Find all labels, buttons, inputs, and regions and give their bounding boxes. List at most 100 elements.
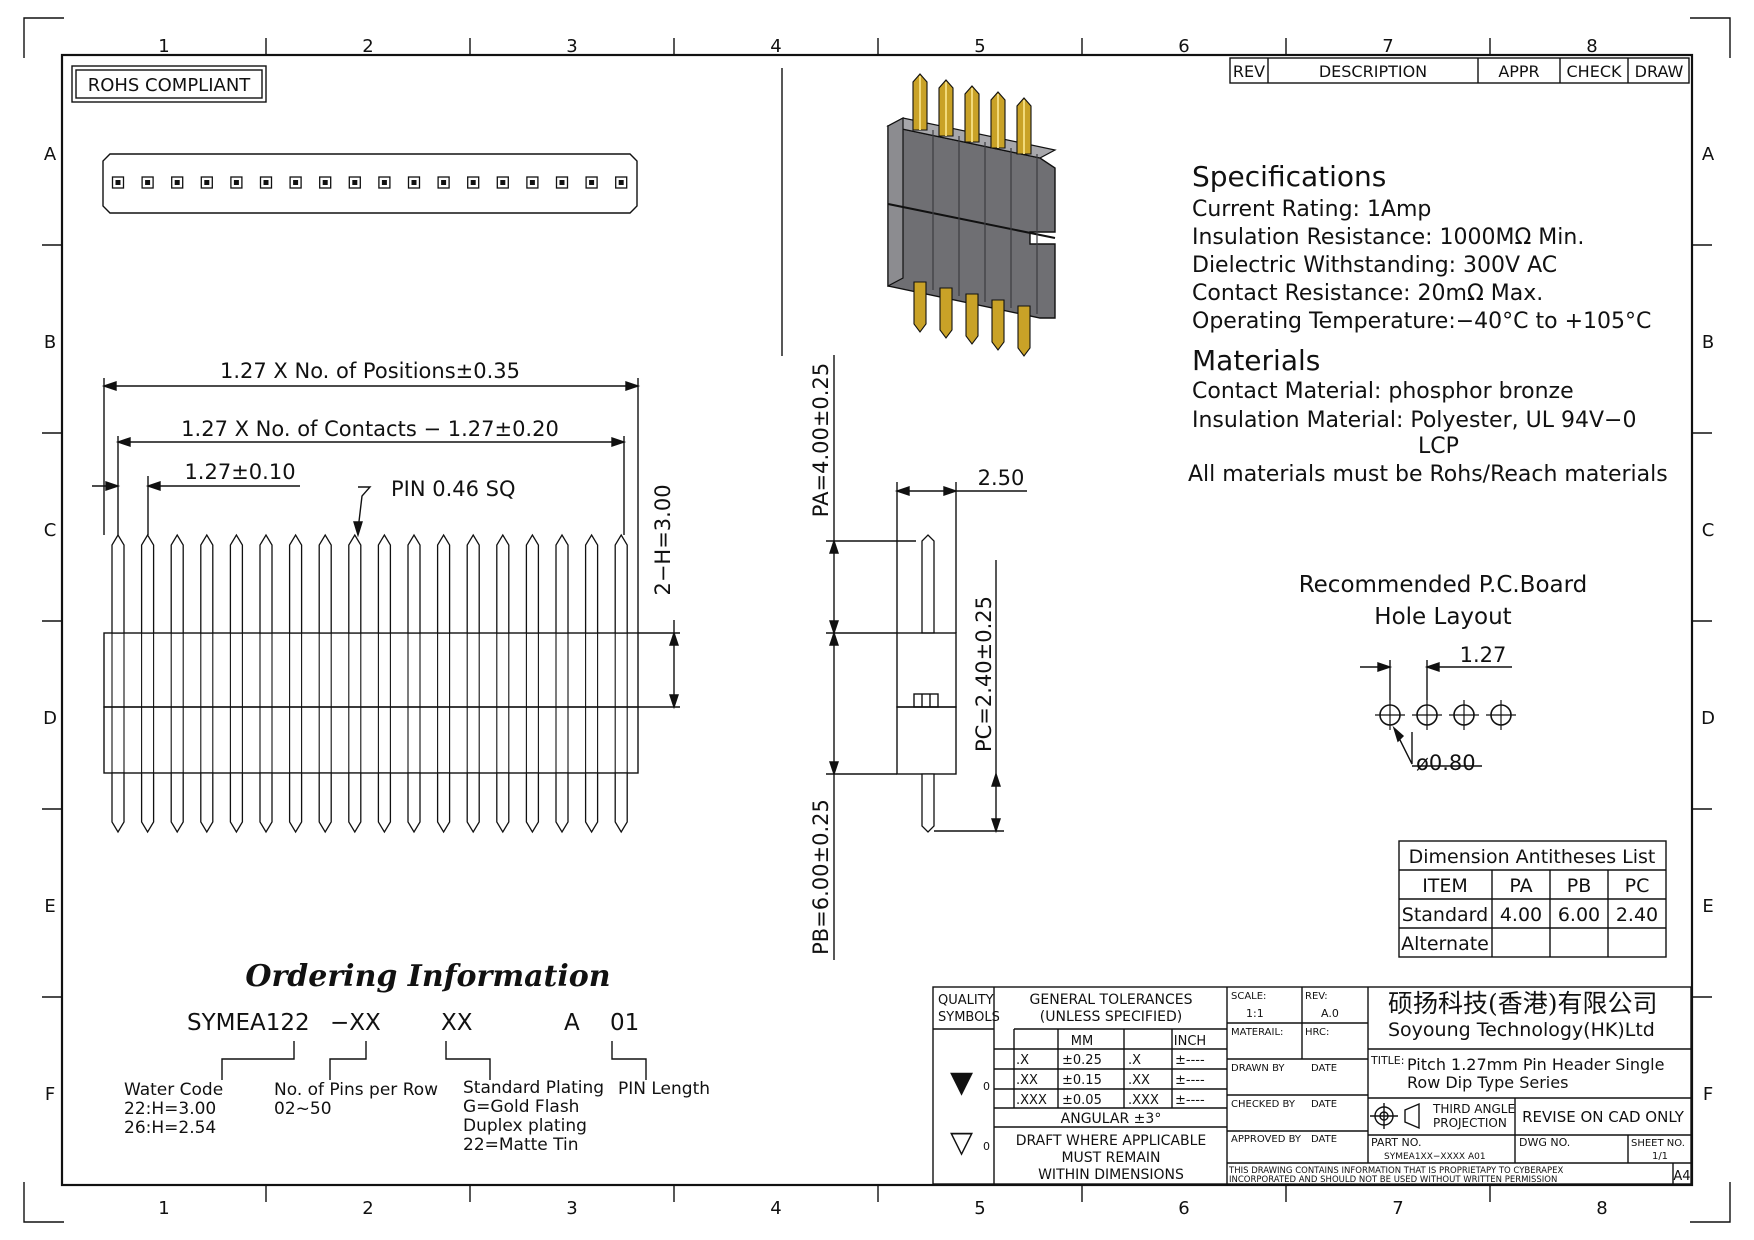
svg-text:ITEM: ITEM <box>1422 875 1468 897</box>
front-pin-lower <box>525 772 540 834</box>
top-pin-square-core <box>618 180 624 185</box>
svg-text:26:H=2.54: 26:H=2.54 <box>124 1118 216 1138</box>
svg-text:7: 7 <box>1382 36 1393 57</box>
svg-text:E: E <box>44 896 55 917</box>
svg-text:Dielectric Withstanding: 300: Dielectric Withstanding: 300V AC <box>1192 253 1557 278</box>
quality-symbol-rough: ▼ <box>950 1065 973 1100</box>
svg-text:±----: ±---- <box>1175 1053 1205 1068</box>
svg-text:8: 8 <box>1596 1198 1607 1219</box>
pcb-holes <box>1375 700 1516 730</box>
front-pin-lower <box>377 772 392 834</box>
svg-text:PART NO.: PART NO. <box>1371 1136 1421 1149</box>
svg-text:Operating Temperature:−40°C to: Operating Temperature:−40°C to +105°C <box>1192 309 1651 334</box>
svg-text:6: 6 <box>1178 36 1189 57</box>
front-pin-upper <box>348 533 362 634</box>
svg-text:DWG NO.: DWG NO. <box>1519 1136 1570 1149</box>
svg-text:0: 0 <box>983 1140 990 1153</box>
svg-text:2: 2 <box>362 1198 373 1219</box>
top-pin-square-core <box>322 180 328 185</box>
svg-text:.X: .X <box>1016 1053 1029 1068</box>
front-pin-upper <box>170 533 184 634</box>
front-pin-lower <box>407 772 421 834</box>
top-pin-square-core <box>263 180 269 185</box>
svg-text:APPR: APPR <box>1498 62 1539 81</box>
svg-text:(UNLESS SPECIFIED): (UNLESS SPECIFIED) <box>1040 1009 1182 1025</box>
front-pin-upper <box>614 533 628 634</box>
svg-text:±0.05: ±0.05 <box>1062 1093 1102 1108</box>
corner-marks <box>23 17 1731 1223</box>
gold-pin-bottom <box>1017 305 1031 357</box>
svg-text:PIN Length: PIN Length <box>618 1079 710 1099</box>
svg-text:CHECKED BY: CHECKED BY <box>1231 1099 1296 1110</box>
part-number: SYMEA1XX−XXXX A01 <box>1384 1152 1486 1162</box>
top-pin-square-core <box>293 180 299 185</box>
svg-text:Contact Resistance: 20mΩ Max: Contact Resistance: 20mΩ Max. <box>1192 281 1543 306</box>
svg-text:−XX: −XX <box>330 1010 381 1036</box>
front-pin-upper <box>496 533 510 634</box>
dim-height: 2−H=3.00 <box>651 484 675 595</box>
svg-text:PA: PA <box>1509 875 1532 897</box>
front-pin-upper <box>407 533 421 634</box>
front-pin-upper <box>525 533 540 634</box>
front-pin-lower <box>555 772 569 834</box>
svg-text:B: B <box>1702 332 1714 353</box>
specifications-block: Specifications Current Rating: 1Amp Insu… <box>1192 160 1651 334</box>
svg-text:SCALE:: SCALE: <box>1231 991 1266 1002</box>
svg-text:D: D <box>1701 708 1715 729</box>
svg-text:Dimension Antitheses List: Dimension Antitheses List <box>1409 846 1656 868</box>
svg-text:DRAWN BY: DRAWN BY <box>1231 1063 1285 1074</box>
svg-text:C: C <box>1702 520 1715 541</box>
svg-text:INCH: INCH <box>1174 1034 1206 1049</box>
svg-text:DATE: DATE <box>1311 1099 1337 1110</box>
svg-text:PROJECTION: PROJECTION <box>1433 1116 1507 1130</box>
svg-text:A: A <box>564 1010 580 1036</box>
front-pin-lower <box>466 772 480 834</box>
front-pin-lower <box>318 772 332 834</box>
dim-pc: PC=2.40±0.25 <box>972 596 996 752</box>
svg-text:A4: A4 <box>1673 1169 1690 1184</box>
svg-text:5: 5 <box>974 1198 985 1219</box>
svg-text:Current Rating: 1Amp: Current Rating: 1Amp <box>1192 197 1431 222</box>
svg-text:2: 2 <box>362 36 373 57</box>
svg-text:Standard Plating: Standard Plating <box>463 1078 604 1098</box>
svg-text:Row Dip Type Series: Row Dip Type Series <box>1407 1073 1568 1092</box>
svg-text:CHECK: CHECK <box>1567 62 1622 81</box>
svg-text:A.0: A.0 <box>1321 1007 1339 1020</box>
svg-text:Standard: Standard <box>1402 904 1488 926</box>
front-pin-lower <box>111 772 125 834</box>
front-pin-lower <box>348 772 362 834</box>
svg-text:G=Gold Flash: G=Gold Flash <box>463 1097 579 1117</box>
svg-text:±0.15: ±0.15 <box>1062 1073 1102 1088</box>
svg-text:A: A <box>1702 144 1715 165</box>
svg-text:8: 8 <box>1586 36 1597 57</box>
top-pin-square-core <box>470 180 476 185</box>
top-pin-square-core <box>352 180 358 185</box>
svg-text:DESCRIPTION: DESCRIPTION <box>1319 62 1427 81</box>
svg-text:QUALITY: QUALITY <box>938 993 994 1008</box>
top-pin-square-core <box>500 180 506 185</box>
dim-pb: PB=6.00±0.25 <box>809 799 833 955</box>
zone-ticks <box>42 38 1712 1202</box>
front-pin-upper <box>140 533 155 634</box>
svg-text:REV:: REV: <box>1305 991 1328 1002</box>
drawing-title: Pitch 1.27mm Pin Header Single <box>1407 1055 1664 1074</box>
svg-text:THIS DRAWING CONTAINS INFORMAT: THIS DRAWING CONTAINS INFORMATION THAT I… <box>1228 1166 1563 1176</box>
drawing-border <box>60 53 1694 1187</box>
front-pin-upper <box>318 533 332 634</box>
svg-text:Alternate: Alternate <box>1401 933 1489 955</box>
front-pin-lower <box>170 772 184 834</box>
svg-text:7: 7 <box>1392 1198 1403 1219</box>
svg-text:A: A <box>44 144 57 165</box>
svg-text:.XXX: .XXX <box>1016 1093 1047 1108</box>
svg-text:Contact Material: phosphor bro: Contact Material: phosphor bronze <box>1192 379 1574 404</box>
svg-text:DATE: DATE <box>1311 1134 1337 1145</box>
front-pin-upper <box>229 533 244 634</box>
svg-text:±----: ±---- <box>1175 1093 1205 1108</box>
svg-text:3: 3 <box>566 36 577 57</box>
materials-heading: Materials <box>1192 344 1320 377</box>
top-pin-square-core <box>441 180 447 185</box>
pcb-hole-diameter: ø0.80 <box>1416 751 1476 775</box>
rohs-badge: ROHS COMPLIANT <box>71 65 267 103</box>
front-pin-upper <box>288 533 303 634</box>
svg-text:B: B <box>44 332 56 353</box>
